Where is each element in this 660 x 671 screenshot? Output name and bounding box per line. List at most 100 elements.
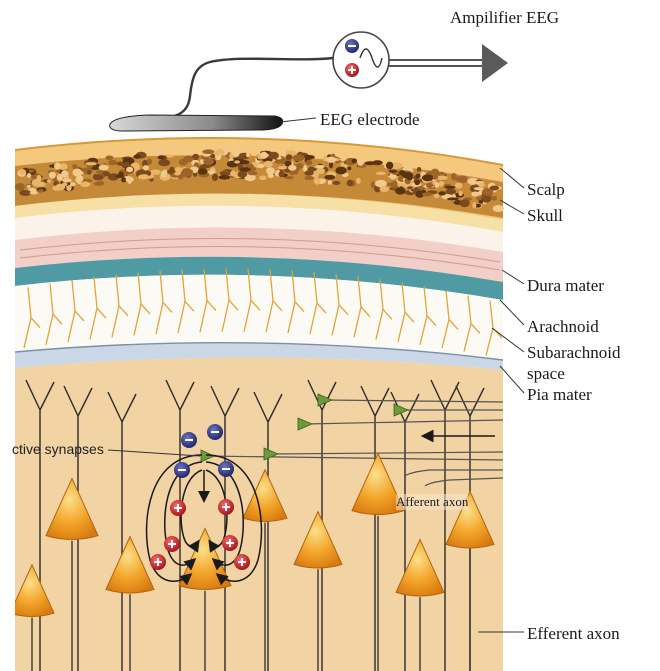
skull-pebble [289,172,295,176]
active-synapses-label: ctive synapses [12,441,104,457]
skull-pebble [32,179,42,186]
subarachnoid-label-2: space [527,364,565,383]
skull-pebble [472,202,476,209]
skull-pebble [15,183,25,191]
skull-pebble [62,178,72,182]
skull-pebble [332,181,340,185]
skull-pebble [126,167,133,173]
skull-label: Skull [527,206,563,225]
skull-pebble [27,173,31,178]
skull-pebble [76,171,84,174]
skull-pebble [326,157,336,163]
skull-pebble [203,158,214,165]
skull-pebble [288,165,296,171]
skull-pebble [47,179,51,182]
skull-pebble [219,175,231,180]
skull-pebble [99,165,109,171]
skull-pebble [167,169,176,174]
skull-pebble [29,170,34,173]
skull-pebble [376,172,386,175]
skull-pebble [285,176,294,179]
skull-pebble [434,194,440,198]
skull-pebble [347,167,351,171]
arachnoid-label: Arachnoid [527,317,599,336]
skull-pebble [278,166,287,170]
cortex-layer [10,357,503,671]
skull-pebble [422,174,433,181]
skull-pebble [234,160,240,163]
skull-pebble [54,162,61,169]
skull-pebble [186,150,192,155]
skull-pebble [445,186,456,189]
skull-pebble [402,172,413,178]
skull-pebble [372,160,383,165]
skull-pebble [30,191,38,194]
skull-pebble [237,171,247,178]
skull-pebble [492,196,497,201]
skull-pebble [356,178,361,184]
skull-pebble [474,187,484,190]
skull-pebble [72,164,77,168]
skull-pebble [105,155,113,159]
skull-pebble [416,174,421,179]
skull-pebble [87,170,91,174]
skull-pebble [414,180,420,185]
skull-pebble [386,162,393,170]
skull-pebble [490,186,499,191]
skull-pebble [150,169,161,175]
skull-pebble [456,176,463,182]
skull-pebble [198,168,208,174]
skull-pebble [138,174,150,179]
skull-pebble [102,171,110,176]
skull-pebble [395,188,405,195]
skull-pebble [315,165,324,168]
skull-pebble [143,165,149,170]
skull-pebble [357,158,363,166]
amplifier-arrowhead [482,44,508,82]
skull-pebble [214,150,221,155]
skull-pebble [19,169,26,175]
skull-pebble [389,170,397,173]
skull-pebble [293,154,305,161]
skull-pebble [158,159,170,166]
skull-pebble [335,167,346,175]
skull-pebble [446,188,457,194]
skull-pebble [417,167,421,172]
skull-pebble [259,176,267,181]
skull-pebble [76,175,84,183]
skull-pebble [437,172,445,176]
skull-pebble [437,175,448,180]
skull-pebble [61,170,68,177]
skull-pebble [248,171,258,175]
efferent-axon-label: Efferent axon [527,624,620,643]
skull-pebble [306,160,313,166]
skull-pebble [202,149,214,154]
skull-pebble [118,172,124,177]
skull-pebble [212,173,218,181]
skull-pebble [162,170,167,175]
skull-pebble [458,191,462,196]
skull-pebble [38,189,44,192]
skull-pebble [246,152,250,157]
skull-pebble [407,186,413,189]
skull-pebble [303,155,315,160]
skull-pebble [108,160,117,165]
skull-pebble [85,162,97,165]
skull-pebble [328,180,332,185]
skull-pebble [471,192,478,197]
skull-pebble [493,205,504,212]
skull-pebble [286,154,293,160]
skull-pebble [352,158,358,163]
skull-pebble [314,178,321,185]
skull-pebble [426,183,433,189]
skull-pebble [371,181,376,188]
skull-pebble [391,181,398,189]
skull-pebble [379,186,389,192]
skull-pebble [422,192,432,196]
electrode-label: EEG electrode [320,110,420,129]
skull-pebble [134,164,140,170]
skull-pebble [438,191,445,195]
skull-pebble [447,197,459,200]
skull-pebble [126,177,134,182]
scalp-label: Scalp [527,180,565,199]
